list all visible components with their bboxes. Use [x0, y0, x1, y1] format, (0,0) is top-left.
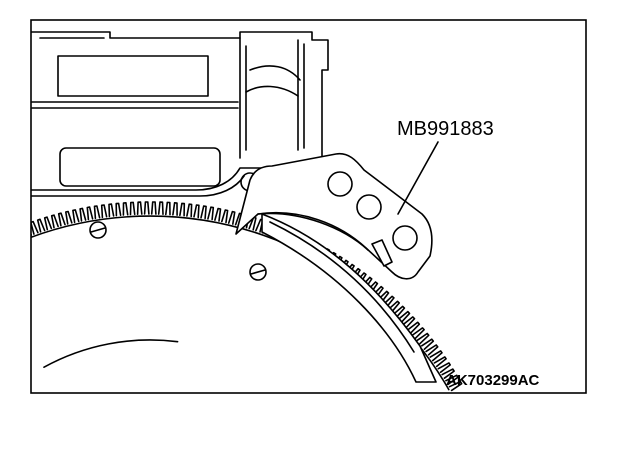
flywheel-inner-arc: [43, 339, 179, 368]
figure-code: AK703299AC: [446, 372, 540, 389]
engine-housing: [31, 31, 329, 197]
callout-leader: [397, 141, 439, 215]
special-tool: [235, 152, 437, 383]
tool-callout: MB991883: [397, 118, 494, 140]
